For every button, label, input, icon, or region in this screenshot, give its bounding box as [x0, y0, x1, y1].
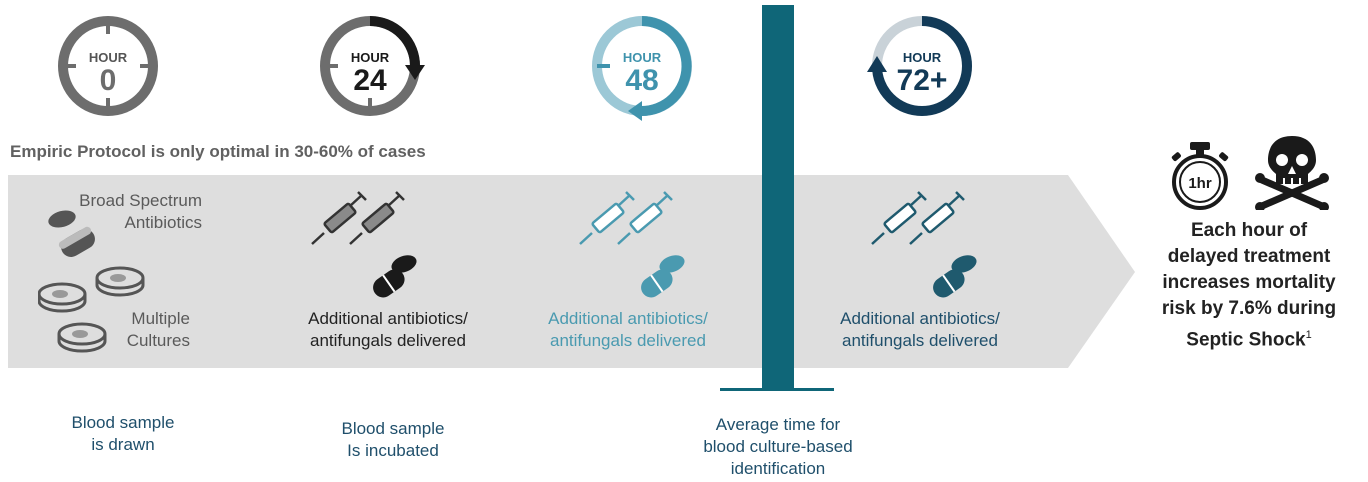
- clock-hour-72-plus: HOUR 72+: [866, 10, 978, 122]
- stage2-line2: antifungals delivered: [550, 331, 706, 350]
- stage1-line1: Additional antibiotics/: [308, 309, 468, 328]
- pills-icon: [641, 255, 685, 298]
- stage3-line2: antifungals delivered: [842, 331, 998, 350]
- footnote-mark: 1: [1305, 329, 1312, 341]
- footnote-blood-drawn: Blood sample is drawn: [58, 412, 188, 456]
- stage0-line2: Antibiotics: [124, 213, 202, 232]
- stage0-line4: Cultures: [126, 331, 190, 350]
- warning-line: delayed treatment: [1167, 246, 1331, 267]
- clock-hour-0: HOUR 0: [52, 10, 164, 122]
- footnote-blood-incubated: Blood sample Is incubated: [318, 418, 468, 462]
- stage3-label: Additional antibiotics/ antifungals deli…: [820, 308, 1020, 352]
- clock-arrow-icon: [867, 16, 972, 116]
- warning-line: increases mortality: [1162, 272, 1336, 293]
- stage0-antibiotics-label: Broad Spectrum Antibiotics: [52, 190, 202, 234]
- clock-value: 72+: [896, 64, 948, 97]
- stage3-line1: Additional antibiotics/: [840, 309, 1000, 328]
- clock-arrow-icon: [592, 16, 692, 121]
- clock-icon: [58, 16, 158, 116]
- syringes-icon: [871, 191, 965, 245]
- clock-value: 24: [353, 64, 387, 97]
- footnote-line: Average time for: [715, 415, 841, 434]
- clock-hour-48: HOUR 48: [586, 10, 698, 122]
- footnote-line: Blood sample: [341, 419, 445, 438]
- footnote-line: blood culture-based: [703, 437, 853, 456]
- stage0-line3: Multiple: [131, 309, 190, 328]
- syringes-icon: [579, 191, 673, 245]
- stage0-line1: Broad Spectrum: [79, 191, 202, 210]
- footnote-average-time: Average time for blood culture-based ide…: [680, 414, 876, 480]
- clock-label: HOUR: [622, 50, 662, 65]
- clock-arrow-icon: [320, 16, 425, 116]
- protocol-note: Empiric Protocol is only optimal in 30-6…: [10, 142, 426, 161]
- clock-hour-24: HOUR 24: [314, 10, 426, 122]
- warning-line: risk by 7.6% during: [1161, 298, 1337, 319]
- clock-label: HOUR: [350, 50, 390, 65]
- stopwatch-icon: 1hr: [1171, 142, 1229, 210]
- clock-value: 0: [99, 64, 117, 97]
- footnote-line: is drawn: [91, 435, 155, 454]
- footnote-line: identification: [730, 459, 826, 478]
- pills-icon: [373, 255, 417, 298]
- pills-icon: [933, 255, 977, 298]
- clock-value: 48: [625, 64, 659, 97]
- mortality-warning: Each hour of delayed treatment increases…: [1138, 218, 1360, 353]
- warning-line-last: Septic Shock1: [1138, 322, 1360, 353]
- clock-label: HOUR: [902, 50, 942, 65]
- stage1-line2: antifungals delivered: [310, 331, 466, 350]
- average-identification-marker: [762, 5, 794, 390]
- petri-dishes-icon: [38, 266, 145, 353]
- pills-icon: [48, 210, 95, 257]
- timeline-arrow-band: [8, 175, 1135, 368]
- warning-line: Each hour of: [1190, 220, 1308, 241]
- marker-base-line: [720, 388, 834, 391]
- skull-crossbones-icon: [1255, 136, 1329, 210]
- stage0-cultures-label: Multiple Cultures: [84, 308, 190, 352]
- warning-line: Septic Shock: [1186, 329, 1306, 351]
- stage2-line1: Additional antibiotics/: [548, 309, 708, 328]
- footnote-line: Is incubated: [347, 441, 439, 460]
- clock-label: HOUR: [88, 50, 128, 65]
- stage1-label: Additional antibiotics/ antifungals deli…: [288, 308, 488, 352]
- syringes-icon: [311, 191, 405, 245]
- stopwatch-label: 1hr: [1188, 175, 1212, 192]
- footnote-line: Blood sample: [71, 413, 175, 432]
- stage2-label: Additional antibiotics/ antifungals deli…: [528, 308, 728, 352]
